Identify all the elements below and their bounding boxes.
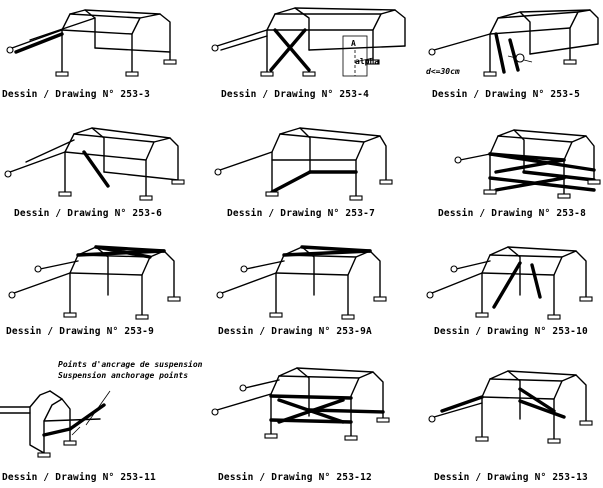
- drawing-253-12: [211, 367, 390, 441]
- distance-label: d<=30cm: [426, 67, 460, 76]
- caption-253-7: Dessin / Drawing N° 253-7: [227, 208, 375, 219]
- caption-253-3: Dessin / Drawing N° 253-3: [2, 89, 150, 100]
- drawing-253-7: [214, 127, 393, 201]
- drawing-253-9: [8, 245, 181, 320]
- drawing-253-4: A alpha: [211, 7, 406, 77]
- caption-253-6: Dessin / Drawing N° 253-6: [14, 208, 162, 219]
- caption-253-5: Dessin / Drawing N° 253-5: [432, 89, 580, 100]
- drawing-253-5: [428, 9, 599, 77]
- drawing-253-8: [454, 129, 601, 199]
- angle-label: alpha: [355, 57, 379, 66]
- drawing-253-6: [4, 127, 185, 201]
- caption-253-9A: Dessin / Drawing N° 253-9A: [218, 326, 372, 337]
- drawing-253-9A: [216, 245, 387, 320]
- drawing-253-13: [428, 370, 593, 444]
- caption-253-10: Dessin / Drawing N° 253-10: [434, 326, 588, 337]
- drawing-253-3: [6, 9, 177, 77]
- caption-253-4: Dessin / Drawing N° 253-4: [221, 89, 369, 100]
- caption-253-11: Dessin / Drawing N° 253-11: [2, 472, 156, 483]
- caption-253-9: Dessin / Drawing N° 253-9: [6, 326, 154, 337]
- caption-253-12: Dessin / Drawing N° 253-12: [218, 472, 372, 483]
- caption-253-8: Dessin / Drawing N° 253-8: [438, 208, 586, 219]
- note-french: Points d'ancrage de suspension: [58, 360, 203, 369]
- caption-253-13: Dessin / Drawing N° 253-13: [434, 472, 588, 483]
- note-english: Suspension anchorage points: [58, 371, 189, 380]
- drawing-253-11: [0, 390, 111, 458]
- detail-label: A: [351, 39, 356, 48]
- drawing-253-10: [426, 246, 593, 320]
